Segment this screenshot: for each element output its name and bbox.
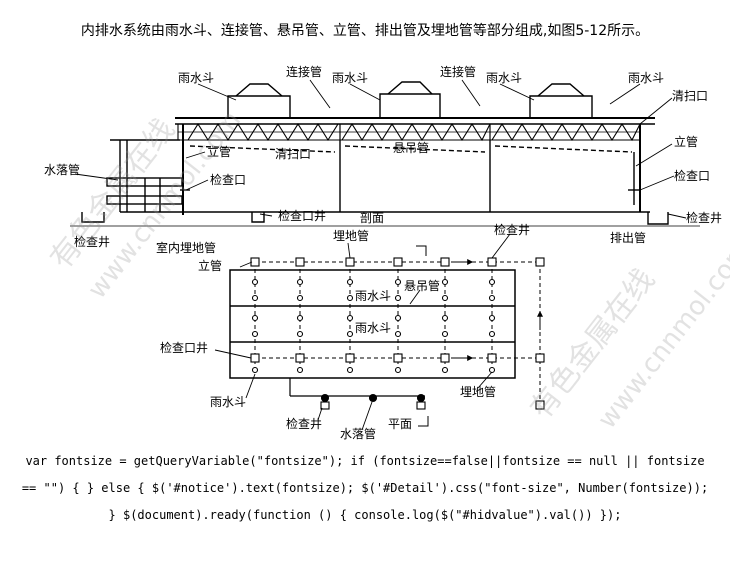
label-cleanout-mid: 清扫口 [275,147,311,161]
label-hanging-pipe-section: 悬吊管 [393,140,429,155]
label-inspection-port-right: 检查口 [674,168,710,183]
label-buried-pipe-plan: 埋地管 [460,384,496,399]
label-plan: 平面 [388,417,412,431]
label-rain-hopper-plan-3: 雨水斗 [210,395,246,409]
label-inspection-well-plan: 检查井 [286,416,322,431]
label-cleanout-right: 清扫口 [672,89,708,103]
label-hanging-pipe-plan: 悬吊管 [404,278,440,293]
label-inspection-port-well-plan: 检查口井 [160,340,208,355]
label-inspection-well-right: 检查井 [686,210,722,225]
label-inspection-port-well-section: 检查口井 [278,208,326,223]
label-buried-pipe-top: 埋地管 [333,228,369,243]
label-inspection-port-left: 检查口 [210,172,246,187]
label-rain-hopper-3: 雨水斗 [486,71,522,85]
figure-caption: 内排水系统由雨水斗、连接管、悬吊管、立管、排出管及埋地管等部分组成,如图5-12… [80,23,650,39]
label-connect-pipe-1: 连接管 [286,64,322,79]
diagram-labels: 雨水斗 连接管 雨水斗 连接管 雨水斗 雨水斗 清扫口 立管 检查口 检查井 排… [44,64,722,440]
plan-leaders [214,233,511,431]
roof-monitors [227,81,593,118]
label-downspout-plan: 水落管 [340,426,376,440]
flow-arrows [416,245,543,427]
label-downspout-section: 水落管 [44,162,80,177]
roof-truss [177,122,641,142]
label-inspection-well-left: 检查井 [74,234,110,249]
section-view [70,81,700,227]
code-snippet-text: var fontsize = getQueryVariable("fontsiz… [21,454,709,522]
label-rain-hopper-plan-2: 雨水斗 [355,321,391,335]
plan-markers [250,257,545,410]
label-inspection-well-top: 检查井 [494,222,530,237]
label-outlet-pipe: 排出管 [610,230,646,245]
label-riser-right: 立管 [674,134,698,149]
rainwater-drainage-diagram: 雨水斗 连接管 雨水斗 连接管 雨水斗 雨水斗 清扫口 立管 检查口 检查井 排… [44,64,722,440]
label-indoor-buried-pipe: 室内埋地管 [156,240,216,255]
label-riser-left: 立管 [207,144,231,159]
label-rain-hopper-4: 雨水斗 [628,71,664,85]
label-connect-pipe-2: 连接管 [440,64,476,79]
label-riser-plan: 立管 [198,258,222,273]
canopy-frame [106,177,183,212]
section-leaders [74,79,687,219]
label-rain-hopper-1: 雨水斗 [178,71,214,85]
label-section: 剖面 [360,211,384,225]
label-rain-hopper-2: 雨水斗 [332,71,368,85]
label-rain-hopper-plan-1: 雨水斗 [355,289,391,303]
